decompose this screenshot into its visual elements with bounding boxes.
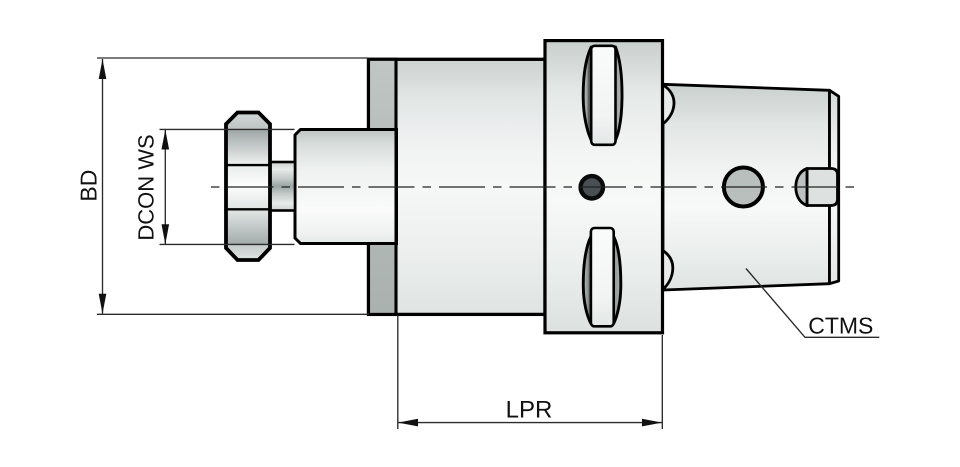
- svg-text:BD: BD: [75, 170, 101, 202]
- svg-text:DCON WS: DCON WS: [134, 134, 159, 240]
- svg-text:LPR: LPR: [506, 397, 553, 424]
- svg-text:CTMS: CTMS: [808, 313, 873, 339]
